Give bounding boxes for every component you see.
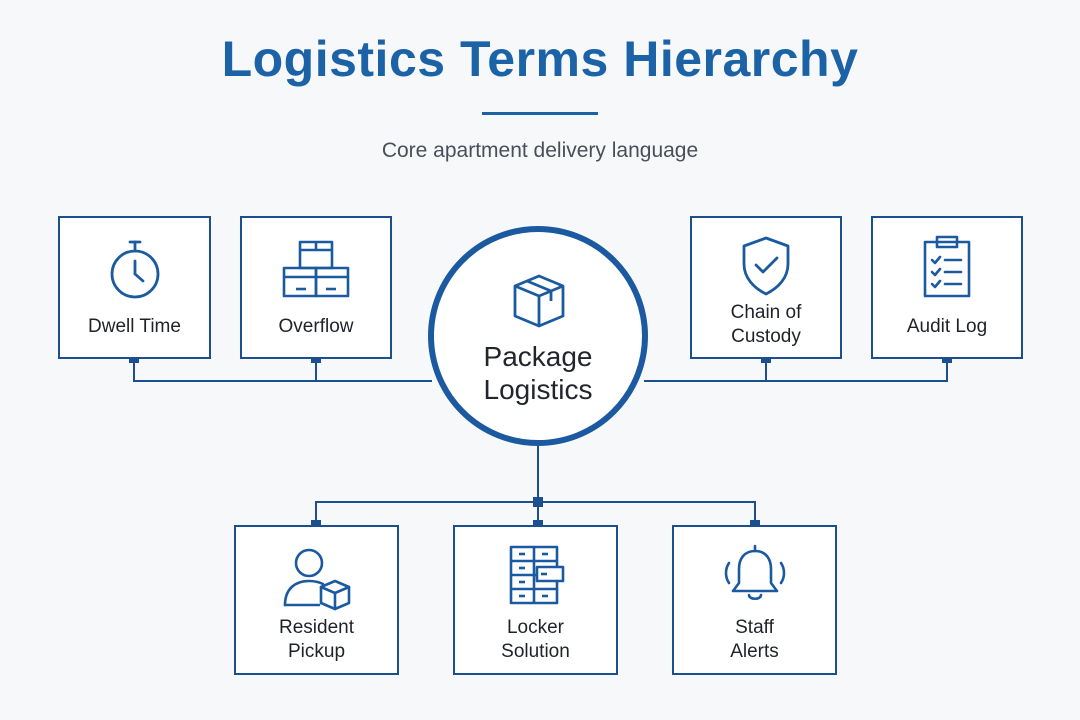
- node-overflow: Overflow: [240, 216, 392, 359]
- junction-square: [533, 497, 543, 507]
- connector-audit-log: [644, 358, 948, 382]
- node-label: Locker: [506, 617, 565, 638]
- title-underline: [482, 112, 598, 115]
- stacked-boxes-icon: [282, 240, 350, 298]
- node-label: Dwell Time: [88, 316, 181, 337]
- node-locker-solution: Locker Solution: [453, 525, 618, 675]
- node-dwell-time: Dwell Time: [58, 216, 211, 359]
- page-subtitle: Core apartment delivery language: [381, 139, 699, 162]
- center-node-package-logistics: Package Logistics: [428, 226, 648, 446]
- center-label-line2: Logistics: [483, 374, 593, 405]
- node-resident-pickup: Resident Pickup: [234, 525, 399, 675]
- shield-check-icon: [742, 236, 790, 296]
- node-label: Overflow: [278, 316, 354, 337]
- clipboard-checklist-icon: [923, 235, 971, 298]
- node-label: Staff: [735, 617, 774, 638]
- node-label: Chain of: [730, 302, 802, 323]
- node-label: Audit Log: [906, 316, 988, 337]
- center-label: Package Logistics: [434, 340, 642, 406]
- node-label: Pickup: [287, 641, 346, 662]
- resident-package-icon: [283, 548, 350, 611]
- bell-alert-icon: [724, 544, 785, 601]
- center-label-line1: Package: [483, 341, 593, 372]
- node-label: Custody: [731, 326, 801, 347]
- package-box-icon: [513, 274, 565, 328]
- node-label: Resident: [279, 617, 354, 638]
- node-chain-of-custody: Chain of Custody: [690, 216, 842, 359]
- node-label: Solution: [501, 641, 570, 662]
- connector-dwell-time: [133, 358, 432, 382]
- node-audit-log: Audit Log: [871, 216, 1023, 359]
- node-staff-alerts: Staff Alerts: [672, 525, 837, 675]
- node-label: Alerts: [730, 641, 779, 662]
- locker-icon: [509, 545, 564, 605]
- page-title: Logistics Terms Hierarchy: [221, 31, 859, 87]
- stopwatch-icon: [110, 240, 159, 299]
